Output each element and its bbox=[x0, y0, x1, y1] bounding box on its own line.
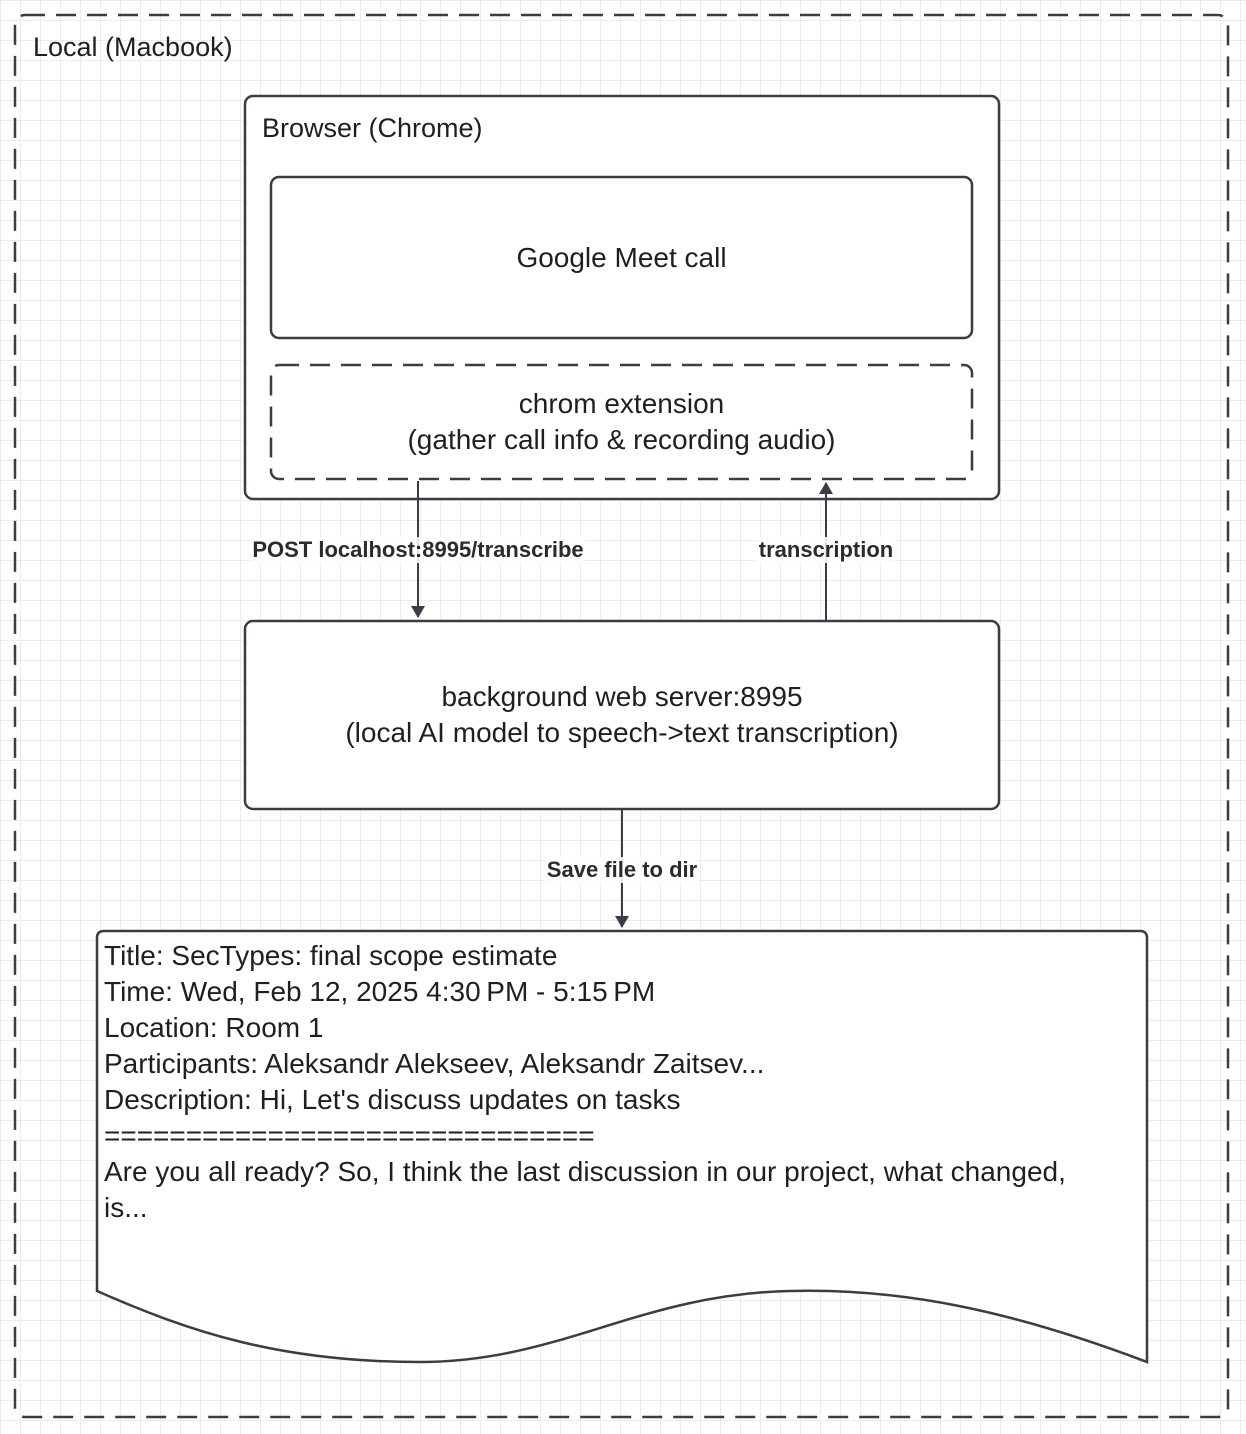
google-meet-text: Google Meet call bbox=[516, 241, 727, 273]
chrome-extension-subtitle: (gather call info & recording audio) bbox=[407, 424, 836, 455]
web-server-subtitle: (local AI model to speech->text transcri… bbox=[345, 717, 899, 748]
web-server-node[interactable] bbox=[243, 619, 1001, 811]
chrome-extension-title: chrom extension bbox=[518, 388, 725, 419]
doc-time-line: Time: Wed, Feb 12, 2025 4:30 PM - 5:15 P… bbox=[104, 976, 656, 1007]
local-container-title: Local (Macbook) bbox=[33, 32, 233, 62]
doc-body-text: Are you all ready? So, I think the last … bbox=[104, 1156, 1074, 1223]
google-meet-node[interactable] bbox=[269, 175, 974, 340]
doc-description-line: Description: Hi, Let's discuss updates o… bbox=[104, 1084, 681, 1115]
edge-transcription-label: transcription bbox=[756, 537, 896, 563]
chrome-extension-node[interactable] bbox=[269, 363, 974, 481]
doc-location-line: Location: Room 1 bbox=[104, 1012, 324, 1043]
transcript-document-text: Title: SecTypes: final scope estimate Ti… bbox=[104, 938, 1134, 1226]
browser-container-title: Browser (Chrome) bbox=[262, 113, 483, 143]
doc-participants-line: Participants: Aleksandr Alekseev, Aleksa… bbox=[104, 1048, 765, 1079]
edge-save-label: Save file to dir bbox=[544, 857, 700, 883]
google-meet-label: Google Meet call bbox=[271, 177, 972, 338]
transcript-document-node[interactable] bbox=[95, 929, 1149, 1364]
web-server-label: background web server:8995 (local AI mod… bbox=[245, 621, 999, 809]
edge-post-label: POST localhost:8995/transcribe bbox=[250, 537, 586, 563]
web-server-title: background web server:8995 bbox=[441, 681, 803, 712]
chrome-extension-label: chrom extension (gather call info & reco… bbox=[271, 365, 972, 479]
doc-separator-line: ============================== bbox=[104, 1120, 595, 1151]
local-container[interactable] bbox=[13, 13, 1230, 1419]
doc-title-line: Title: SecTypes: final scope estimate bbox=[104, 940, 558, 971]
